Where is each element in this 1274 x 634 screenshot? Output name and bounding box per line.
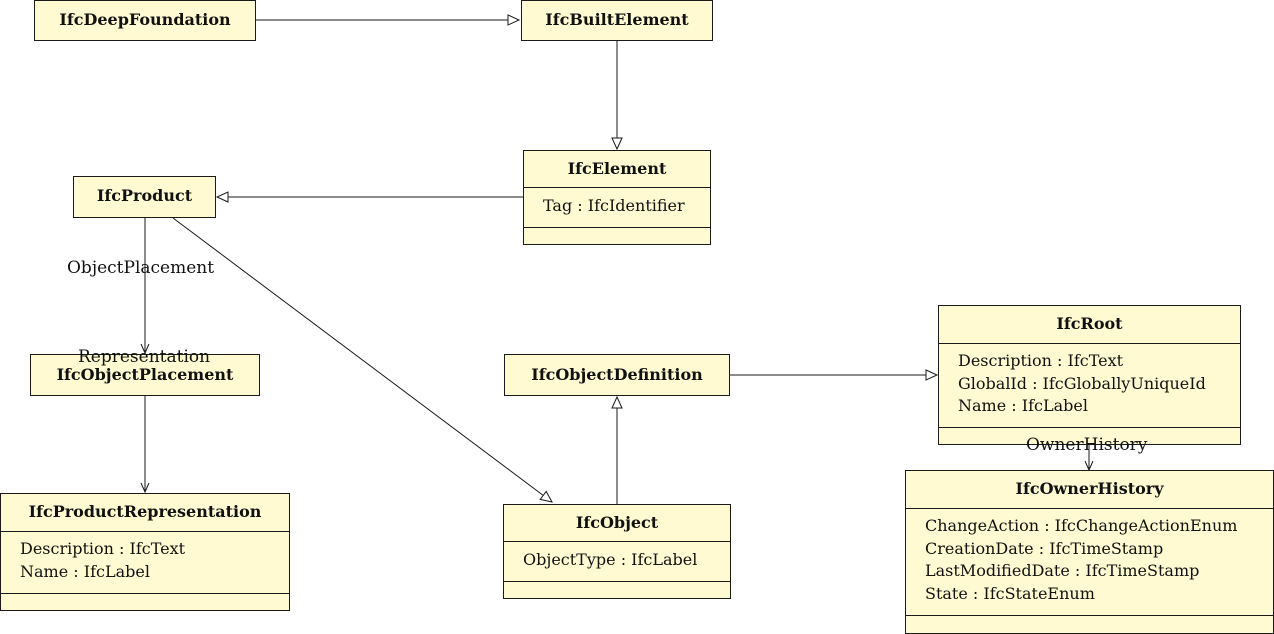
attribute: Name : IfcLabel xyxy=(20,561,150,581)
class-name: IfcObject xyxy=(575,513,659,532)
attribute: ObjectType : IfcLabel xyxy=(523,550,698,569)
attribute: Description : IfcText xyxy=(958,351,1124,370)
class-ifcelement: IfcElement Tag : IfcIdentifier xyxy=(523,150,711,245)
class-name: IfcObjectPlacement xyxy=(56,365,234,384)
association-label-objectplacement: ObjectPlacement xyxy=(67,258,215,278)
operation-compartment xyxy=(1,593,289,611)
attribute: Tag : IfcIdentifier xyxy=(543,196,685,215)
operation-compartment xyxy=(939,427,1240,445)
class-ifcobjectdefinition: IfcObjectDefinition xyxy=(504,354,730,396)
class-name: IfcDeepFoundation xyxy=(59,10,231,29)
class-name: IfcProduct xyxy=(96,186,193,205)
class-name: IfcElement xyxy=(567,159,667,178)
attribute-list: Description : IfcText Name : IfcLabel xyxy=(1,531,289,593)
association-label-ownerhistory: OwnerHistory xyxy=(1026,435,1148,455)
attribute: Description : IfcText xyxy=(20,539,186,558)
class-ifcroot: IfcRoot Description : IfcText GlobalId :… xyxy=(938,305,1241,445)
class-name: IfcOwnerHistory xyxy=(1015,479,1164,498)
operation-compartment xyxy=(524,227,710,245)
class-name: IfcProductRepresentation xyxy=(28,502,262,521)
attribute: CreationDate : IfcTimeStamp xyxy=(925,538,1164,558)
attribute: State : IfcStateEnum xyxy=(925,583,1095,603)
attribute: Name : IfcLabel xyxy=(958,396,1088,415)
operation-compartment xyxy=(504,581,730,599)
operation-compartment xyxy=(906,615,1273,634)
association-label-representation: Representation xyxy=(78,347,211,367)
attribute-list: Description : IfcText GlobalId : IfcGlob… xyxy=(939,343,1240,427)
class-ifcownerhistory: IfcOwnerHistory ChangeAction : IfcChange… xyxy=(905,470,1274,634)
class-name: IfcObjectDefinition xyxy=(531,365,703,384)
generalization-product-object xyxy=(172,217,553,503)
class-ifcproduct: IfcProduct xyxy=(73,176,216,218)
attribute: GlobalId : IfcGloballyUniqueId xyxy=(958,373,1206,393)
attribute: ChangeAction : IfcChangeActionEnum xyxy=(925,516,1238,535)
attribute-list: ChangeAction : IfcChangeActionEnum Creat… xyxy=(906,508,1273,615)
attribute: LastModifiedDate : IfcTimeStamp xyxy=(925,561,1200,580)
attribute-list: ObjectType : IfcLabel xyxy=(504,541,730,581)
class-ifcproductrepresentation: IfcProductRepresentation Description : I… xyxy=(0,493,290,611)
class-ifcobjectplacement: IfcObjectPlacement xyxy=(30,354,260,396)
attribute-list: Tag : IfcIdentifier xyxy=(524,187,710,227)
class-name: IfcBuiltElement xyxy=(545,10,689,29)
class-ifcobject: IfcObject ObjectType : IfcLabel xyxy=(503,504,731,599)
class-ifcbuiltelement: IfcBuiltElement xyxy=(521,0,713,41)
class-name: IfcRoot xyxy=(1056,314,1123,333)
class-ifcdeepfoundation: IfcDeepFoundation xyxy=(34,0,256,41)
